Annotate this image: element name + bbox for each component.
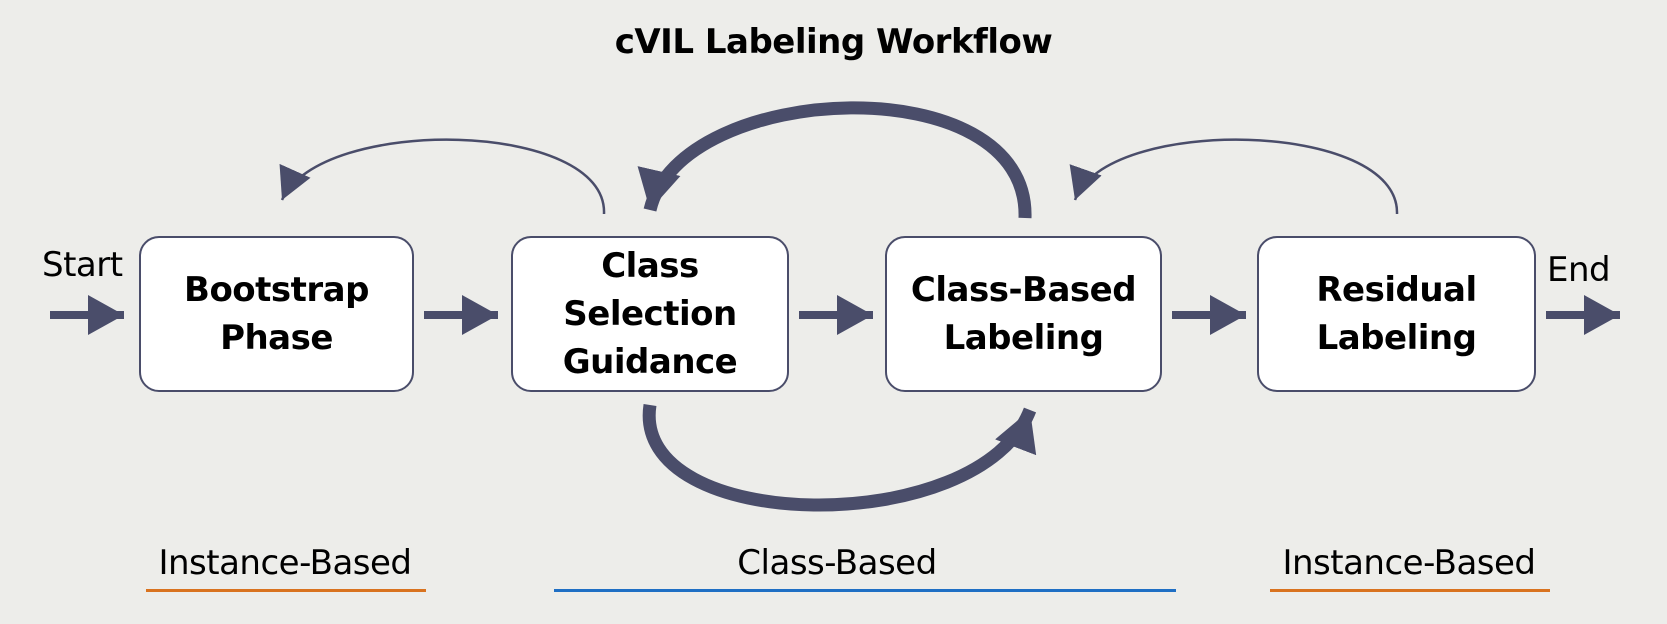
step-box-class-selection-guidance: Class Selection Guidance <box>511 236 789 392</box>
loop-residual-to-classbased <box>1069 138 1399 215</box>
group-underline-instance-based-left <box>146 589 426 592</box>
loop-selection-to-bootstrap <box>279 138 606 215</box>
step-label: Bootstrap Phase <box>184 270 369 358</box>
step-label: Residual Labeling <box>1316 270 1477 358</box>
group-label-instance-based-right: Instance-Based <box>1282 543 1536 583</box>
diagram-title: cVIL Labeling Workflow <box>614 22 1053 62</box>
step-box-residual-labeling: Residual Labeling <box>1257 236 1536 392</box>
end-label: End <box>1547 250 1611 290</box>
step-box-class-based-labeling: Class-Based Labeling <box>885 236 1162 392</box>
loop-selection-to-classbased <box>642 404 1037 512</box>
group-label-instance-based-left: Instance-Based <box>158 543 412 583</box>
loop-classbased-to-selection <box>637 101 1032 219</box>
start-label: Start <box>42 245 123 285</box>
step-box-bootstrap-phase: Bootstrap Phase <box>139 236 414 392</box>
step-label: Class Selection Guidance <box>562 246 738 382</box>
group-underline-instance-based-right <box>1270 589 1550 592</box>
group-underline-class-based <box>554 589 1176 592</box>
group-label-class-based: Class-Based <box>737 543 937 583</box>
step-label: Class-Based Labeling <box>910 270 1137 358</box>
